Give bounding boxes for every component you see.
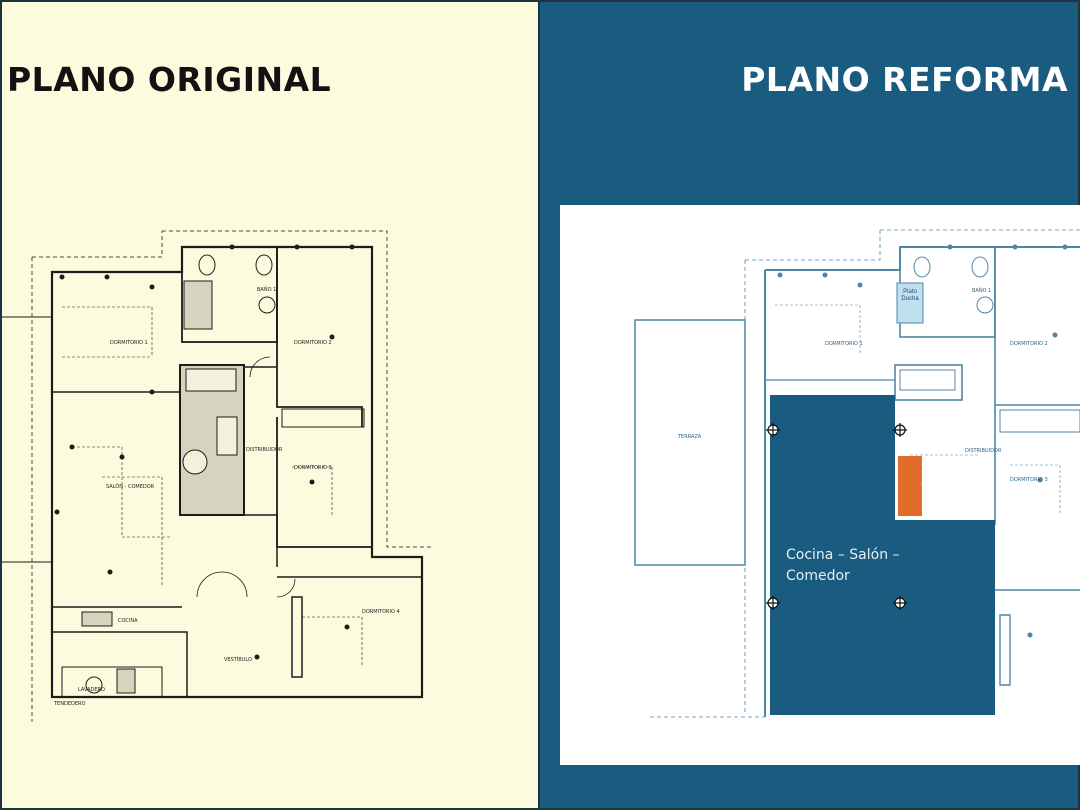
room-label-bano-1: BAÑO 1 (972, 288, 992, 294)
room-label-distribuidor: DISTRIBUIDOR (965, 448, 1002, 454)
original-floor-plan: DORMITORIO 1 DORMITORIO 2 DORMITORIO 3 D… (2, 217, 432, 722)
plato-ducha-label: Plato Ducha (901, 289, 919, 302)
room-label-dormitorio-3: DORMITORIO 3 (294, 465, 332, 471)
reform-floor-plan-drawing (634, 229, 1080, 718)
room-label-dormitorio-2: DORMITORIO 2 (1010, 341, 1048, 347)
room-label-dormitorio-2: DORMITORIO 2 (294, 340, 332, 346)
room-label-bano-1: BAÑO 1 (257, 287, 277, 293)
room-label-salon-comedor: SALÓN - COMEDOR (106, 484, 155, 490)
original-plan-title: PLANO ORIGINAL (7, 60, 332, 99)
coladuria-label: Coladuría (922, 460, 928, 487)
room-label-dormitorio-1: DORMITORIO 1 (825, 341, 863, 347)
reform-plan-title: PLANO REFORMA (741, 60, 1068, 99)
original-plan-panel: PLANO ORIGINAL (0, 0, 540, 810)
plato-ducha-block (896, 282, 924, 324)
original-floor-plan-drawing (2, 230, 432, 722)
room-label-dormitorio-3: DORMITORIO 3 (1010, 477, 1048, 483)
cocina-salon-comedor-label: Cocina – Salón – Comedor (786, 547, 900, 584)
room-label-terraza: TERRAZA (678, 434, 702, 440)
room-label-dormitorio-4: DORMITORIO 4 (362, 609, 400, 615)
room-label-dormitorio-1: DORMITORIO 1 (110, 340, 148, 346)
reform-floor-plan: DORMITORIO 1 DORMITORIO 2 DORMITORIO 3 B… (560, 205, 1080, 765)
room-label-tendedero: TENDEDERO (54, 701, 86, 707)
room-label-vestibulo: VESTÍBULO (224, 657, 252, 663)
cocina-salon-comedor-zone (770, 395, 995, 715)
room-label-lavadero: LAVADERO (78, 687, 105, 693)
room-label-distribuidor: DISTRIBUIDOR (246, 447, 283, 453)
coladuria-block (898, 456, 922, 516)
reform-plan-panel: PLANO REFORMA (540, 0, 1080, 810)
room-label-cocina: COCINA (118, 618, 138, 624)
